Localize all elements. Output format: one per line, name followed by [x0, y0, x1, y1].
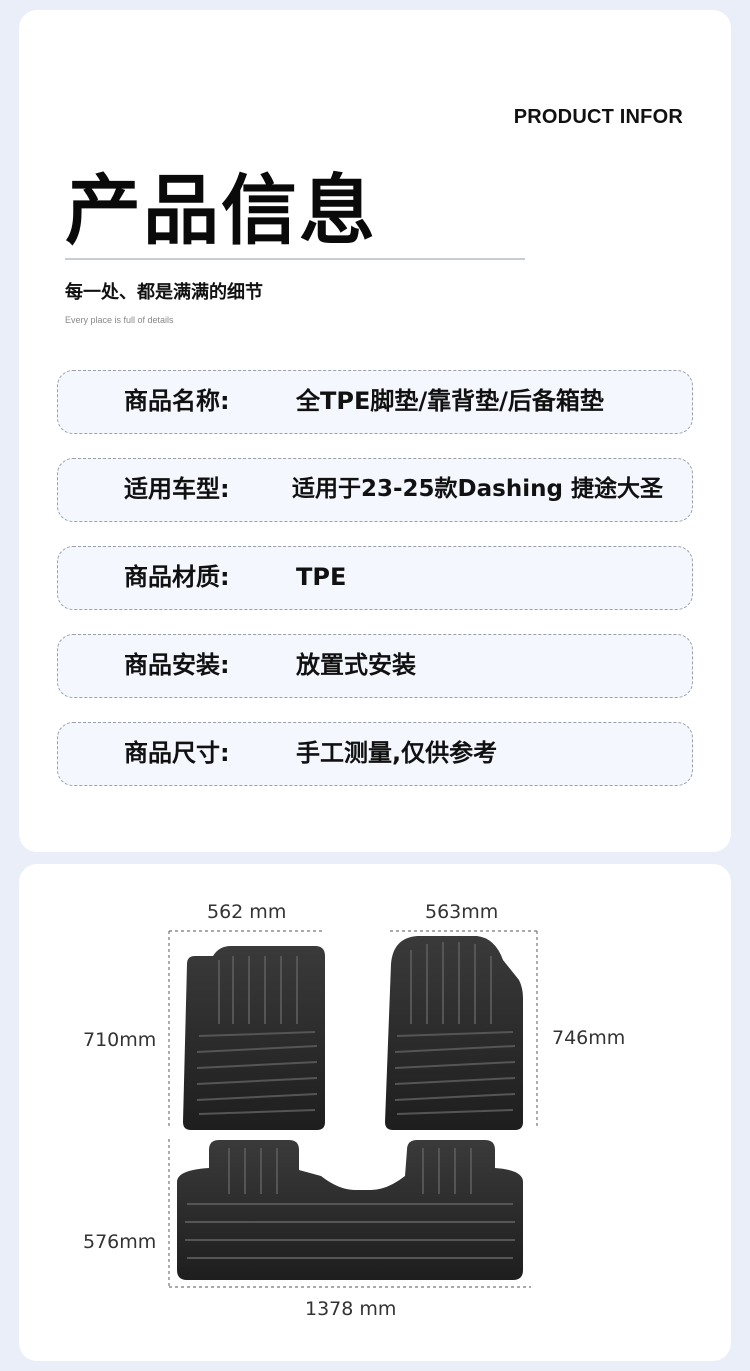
- info-label: 商品材质:: [124, 563, 230, 591]
- page-title: 产品信息: [65, 166, 377, 255]
- info-value: 全TPE脚垫/靠背垫/后备箱垫: [296, 387, 604, 415]
- title-divider: [65, 258, 525, 260]
- info-row-vehicle: 适用车型: 适用于23-25款Dashing 捷途大圣: [57, 458, 693, 522]
- info-label: 适用车型:: [124, 475, 230, 503]
- dim-rear-height: 576mm: [83, 1231, 157, 1253]
- info-row-size: 商品尺寸: 手工测量,仅供参考: [57, 722, 693, 786]
- english-section-title: PRODUCT INFOR: [513, 106, 683, 128]
- info-label: 商品安装:: [124, 651, 230, 679]
- dim-front-left-height: 710mm: [83, 1029, 157, 1051]
- info-label: 商品尺寸:: [124, 739, 230, 767]
- info-label: 商品名称:: [124, 387, 230, 415]
- dim-front-right-width: 563mm: [425, 901, 499, 923]
- dimension-guides: [168, 930, 538, 1288]
- dim-front-left-width: 562 mm: [207, 901, 287, 923]
- info-value: 适用于23-25款Dashing 捷途大圣: [292, 476, 663, 502]
- info-row-installation: 商品安装: 放置式安装: [57, 634, 693, 698]
- info-value: 手工测量,仅供参考: [296, 739, 498, 767]
- floor-mats-illustration: [168, 930, 538, 1288]
- product-info-card: PRODUCT INFOR 产品信息 每一处、都是满满的细节 Every pla…: [19, 10, 731, 852]
- info-row-material: 商品材质: TPE: [57, 546, 693, 610]
- info-value: TPE: [296, 563, 347, 591]
- info-row-name: 商品名称: 全TPE脚垫/靠背垫/后备箱垫: [57, 370, 693, 434]
- subtitle-english: Every place is full of details: [65, 315, 174, 325]
- dim-rear-width: 1378 mm: [305, 1298, 397, 1320]
- dim-front-right-height: 746mm: [552, 1027, 626, 1049]
- subtitle: 每一处、都是满满的细节: [65, 282, 263, 303]
- rear-mat: [177, 1140, 523, 1280]
- front-right-mat: [385, 936, 523, 1130]
- front-left-mat: [183, 946, 325, 1130]
- dimensions-card: 562 mm 563mm 710mm 746mm 576mm 1378 mm: [19, 864, 731, 1361]
- info-value: 放置式安装: [296, 651, 416, 679]
